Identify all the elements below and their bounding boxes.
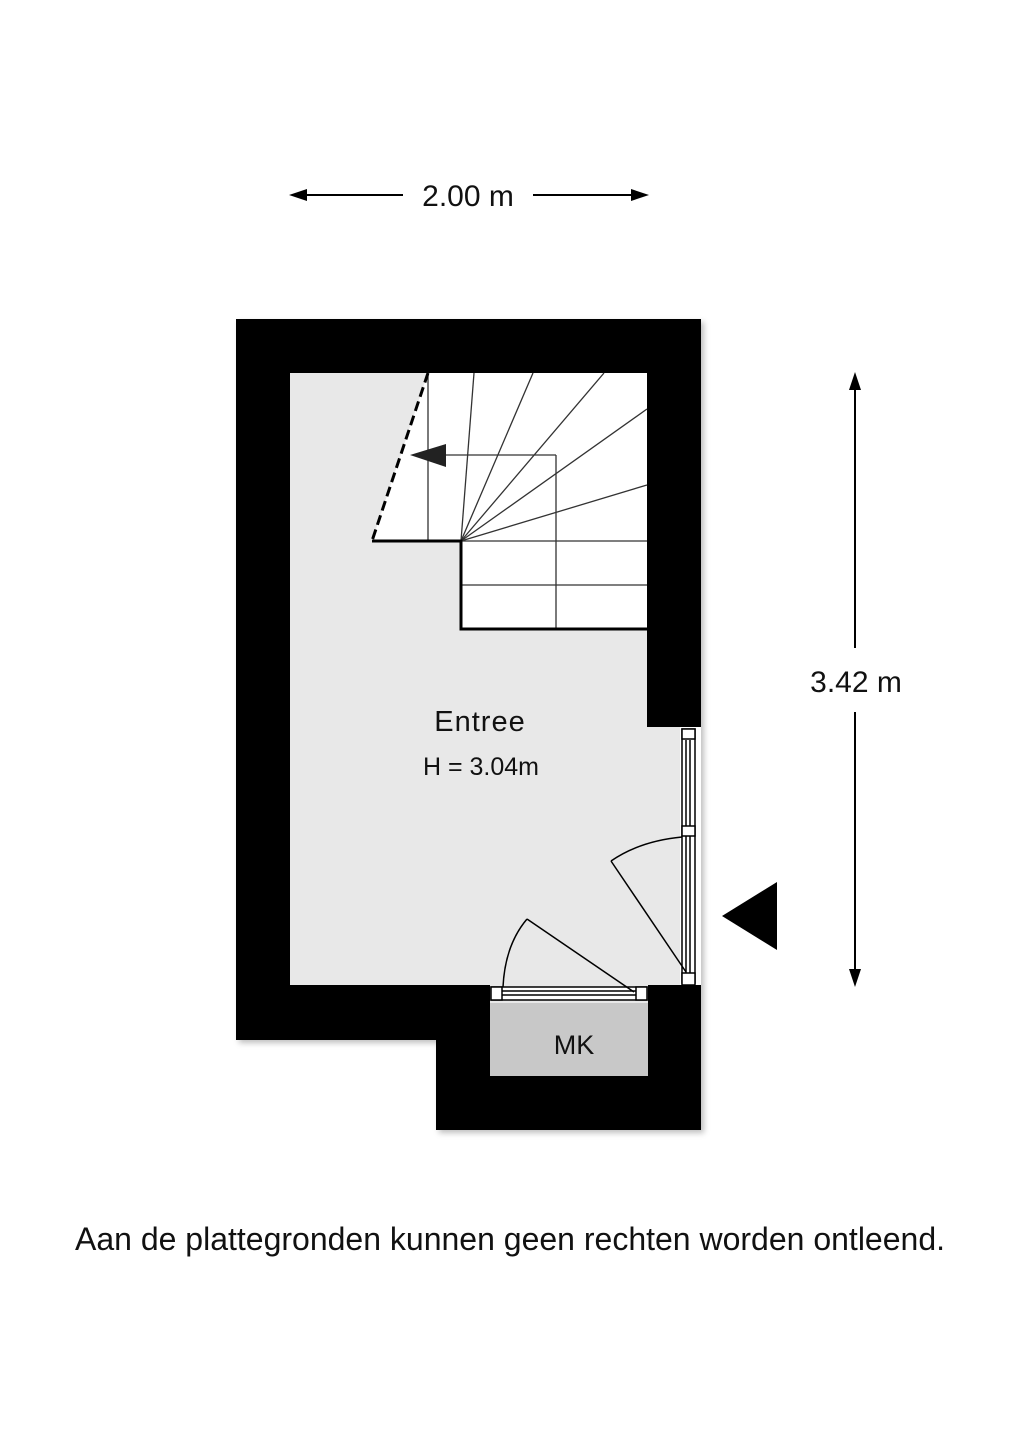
staircase bbox=[370, 372, 648, 631]
entrance-marker-icon bbox=[722, 882, 777, 950]
room-height-entree: H = 3.04m bbox=[423, 753, 539, 781]
closet-door[interactable] bbox=[490, 918, 648, 1001]
arrow-up-icon bbox=[849, 372, 861, 390]
height-dimension: 3.42 m bbox=[810, 372, 902, 987]
height-label: 3.42 m bbox=[810, 666, 902, 699]
walls bbox=[236, 319, 701, 1130]
arrow-left-icon bbox=[289, 189, 307, 201]
disclaimer: Aan de plattegronden kunnen geen rechten… bbox=[75, 1221, 945, 1257]
room-name-entree: Entree bbox=[434, 706, 525, 738]
arrow-down-icon bbox=[849, 969, 861, 987]
room-name-mk: MK bbox=[554, 1030, 595, 1060]
width-label: 2.00 m bbox=[422, 180, 514, 213]
closet-floor bbox=[490, 1003, 648, 1076]
stair-direction-arrow-icon bbox=[410, 444, 446, 467]
front-door[interactable] bbox=[610, 728, 696, 986]
width-dimension: 2.00 m bbox=[289, 180, 649, 213]
arrow-right-icon bbox=[631, 189, 649, 201]
